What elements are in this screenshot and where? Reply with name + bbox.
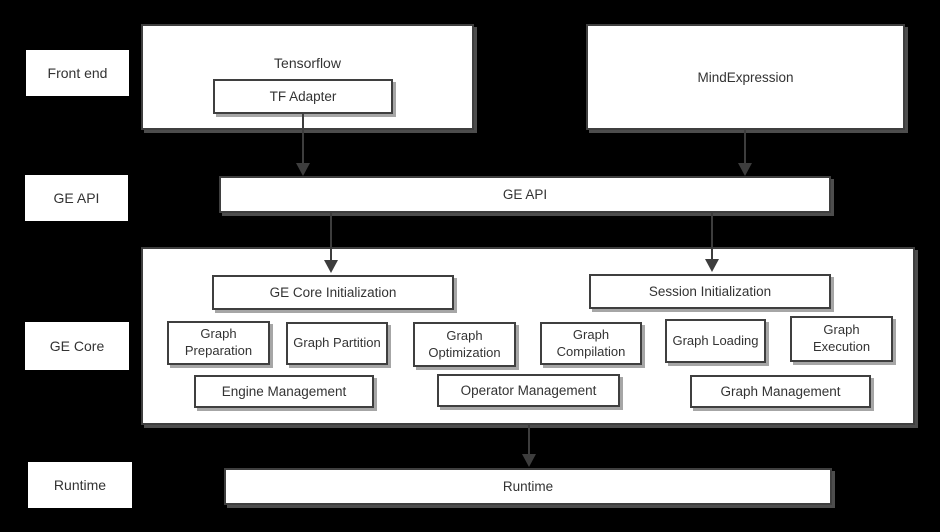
arrow-ge-core-to-runtime [522,425,536,467]
box-label: Graph Compilation [556,326,626,359]
box-label: Graph Optimization [428,327,501,360]
box-label: Engine Management [221,384,347,399]
box-label: Session Initialization [648,284,772,299]
box-graph-optimization: Graph Optimization [413,322,516,367]
box-ge-core-initialization: GE Core Initialization [212,275,454,310]
arrow-shaft [330,213,332,262]
arrow-ge-api-to-ge-core-initialization [324,213,338,273]
arrow-head-icon [296,163,310,176]
box-label: Operator Management [460,383,597,398]
box-graph-compilation: Graph Compilation [540,322,642,365]
ge-api-bar: GE API [219,176,831,213]
tensorflow-label: Tensorflow [274,55,341,71]
arrow-shaft [711,213,713,261]
box-label: Graph Loading [672,332,759,348]
arrow-ge-api-to-session-initialization [705,213,719,272]
arrow-tf-adapter-to-ge-api [296,114,310,176]
box-label: GE Core Initialization [269,285,397,300]
arrow-mindexpression-to-ge-api [738,130,752,176]
box-graph-preparation: Graph Preparation [167,321,270,365]
box-graph-execution: Graph Execution [790,316,893,362]
box-graph-management: Graph Management [690,375,871,408]
arrow-shaft [302,114,304,165]
box-graph-partition: Graph Partition [286,322,388,365]
row-label-front-end: Front end [26,50,129,96]
runtime-bar: Runtime [224,468,832,505]
mindexpression-box: MindExpression [586,24,905,130]
row-label-runtime: Runtime [28,462,132,508]
ge-api-bar-label: GE API [502,187,548,202]
box-operator-management: Operator Management [437,374,620,407]
arrow-head-icon [324,260,338,273]
ge-core-box: GE Core Initialization Session Initializ… [141,247,915,425]
runtime-bar-label: Runtime [502,479,554,494]
tf-adapter-box: TF Adapter [213,79,393,114]
box-graph-loading: Graph Loading [665,319,766,363]
box-engine-management: Engine Management [194,375,374,408]
row-label-ge-core: GE Core [25,322,129,370]
box-label: Graph Preparation [184,326,253,358]
arrow-head-icon [738,163,752,176]
box-session-initialization: Session Initialization [589,274,831,309]
row-label-ge-api: GE API [25,175,128,221]
mindexpression-label: MindExpression [697,69,794,85]
box-label: Graph Partition [293,335,381,351]
arrow-head-icon [522,454,536,467]
tf-adapter-label: TF Adapter [269,89,337,104]
tensorflow-box: Tensorflow TF Adapter [141,24,474,130]
box-label: Graph Execution [812,322,871,354]
box-label: Graph Management [720,384,841,399]
arrow-shaft [528,425,530,456]
arrow-shaft [744,130,746,165]
arrow-head-icon [705,259,719,272]
